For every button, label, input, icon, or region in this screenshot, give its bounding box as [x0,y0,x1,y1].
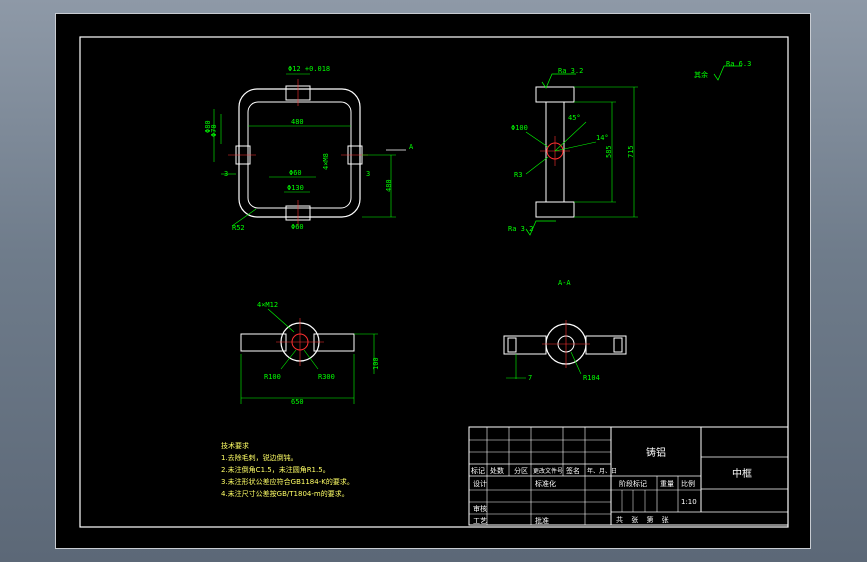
hdr-sign: 签名 [566,466,580,475]
label-process: 工艺 [473,517,487,525]
dim-angle1: 45° [568,114,581,122]
dim-mid: 4×M8 [322,153,330,170]
drawing-frame [79,36,789,528]
side-flange-bottom [535,201,575,218]
roughness-symbol [525,220,556,236]
side-view[interactable]: Ra 3.2 Ra 3.2 Φ100 R3 45° 14° 585 715 其余… [508,60,751,236]
roughness-symbol [541,73,576,89]
dim-note: 7 [528,374,532,382]
label-design: 设计 [473,479,487,488]
bar-left [240,333,287,352]
scale-value: 1:10 [681,498,697,506]
dim-diameter: Φ100 [511,124,528,132]
dim-d3: Φ60 [291,223,304,231]
dim-right-h: 480 [385,179,393,192]
label-standardization: 标准化 [535,479,556,488]
dim-top: Φ12 +0.018 [288,65,330,73]
dim-left-side: 3 [224,170,228,178]
roughness-top: Ra 3.2 [558,67,583,75]
tech-note-item: 4.未注尺寸公差按GB/T1804-m的要求。 [221,489,349,498]
tech-notes: 技术要求 1.去除毛刺，锐边倒钝。 2.未注倒角C1.5，未注圆角R1.5。 3… [221,441,354,498]
dim-width: 480 [291,118,304,126]
dim-height: 100 [372,357,380,370]
label-review: 审核 [473,504,487,513]
lower-right-view[interactable]: R104 7 [503,320,627,382]
label-approve: 批准 [535,516,549,525]
leader-line [554,121,587,152]
tech-note-item: 2.未注倒角C1.5，未注圆角R1.5。 [221,465,330,474]
leader-line [554,141,597,152]
bar-end-right [613,337,623,353]
hdr-doc: 更改文件号 [533,467,563,475]
label-stage: 阶段标记 [619,479,647,488]
bar-right [585,335,627,355]
general-roughness-label: 其余 [694,70,708,79]
dim-height-total: 715 [627,145,635,158]
dim-r: R104 [583,374,600,382]
tech-notes-title: 技术要求 [221,441,249,450]
frame-outer [238,88,361,218]
leader-line [231,208,257,227]
leader-line [267,308,295,333]
roughness-bottom: Ra 3.2 [508,225,533,233]
top-view[interactable]: Φ12 +0.018 480 Φ60 Φ130 Φ60 Φ80 Φ70 4×M8… [204,65,414,232]
general-roughness-value: Ra 6.3 [726,60,751,68]
leader-line [525,156,549,175]
dim-d1: Φ60 [289,169,302,177]
dim-r1: R100 [264,373,281,381]
tech-note-item: 3.未注形状公差应符合GB1184-K的要求。 [221,477,354,486]
dim-d2: Φ130 [287,184,304,192]
bar-left [503,335,547,355]
dim-r2: R300 [318,373,335,381]
material-name: 铸铝 [646,446,666,459]
label-weight: 重量 [660,480,674,488]
dim-height-inner: 585 [605,145,613,158]
side-flange-top [535,86,575,103]
dim-left-a: Φ80 [204,120,212,133]
label-scale: 比例 [681,479,695,488]
part-name: 中框 [732,467,752,480]
roughness-symbol [713,65,742,81]
dim-holes: 4×M12 [257,301,278,309]
bar-end-left [507,337,517,353]
leader-line [303,349,319,370]
bar-right [313,333,355,352]
leader-line [570,351,582,375]
dim-left-b: Φ70 [210,124,218,137]
lower-left-view[interactable]: 4×M12 R100 R300 650 100 [240,301,380,406]
hdr-mark: 标记 [471,466,485,475]
section-marker-a: A [409,143,414,151]
leader-line [525,131,549,148]
hdr-zone: 分区 [514,466,528,475]
title-block[interactable]: 标记 处数 分区 更改文件号 签名 年、月、日 设计 标准化 审核 工艺 批准 … [468,426,789,526]
hdr-date: 年、月、日 [587,467,617,475]
dim-right-side: 3 [366,170,370,178]
section-label: A-A [558,279,571,287]
dim-radius: R3 [514,171,522,179]
hdr-count: 处数 [490,466,504,475]
leader-line [280,349,297,370]
dim-bottom-r: R52 [232,224,245,232]
dim-width: 650 [291,398,304,406]
sheets-label: 共 张 第 张 [616,515,672,524]
drawing-canvas[interactable]: Φ12 +0.018 480 Φ60 Φ130 Φ60 Φ80 Φ70 4×M8… [56,14,812,550]
dim-angle2: 14° [596,134,609,142]
cad-viewport[interactable]: Φ12 +0.018 480 Φ60 Φ130 Φ60 Φ80 Φ70 4×M8… [55,13,811,549]
tech-note-item: 1.去除毛刺，锐边倒钝。 [221,453,298,462]
